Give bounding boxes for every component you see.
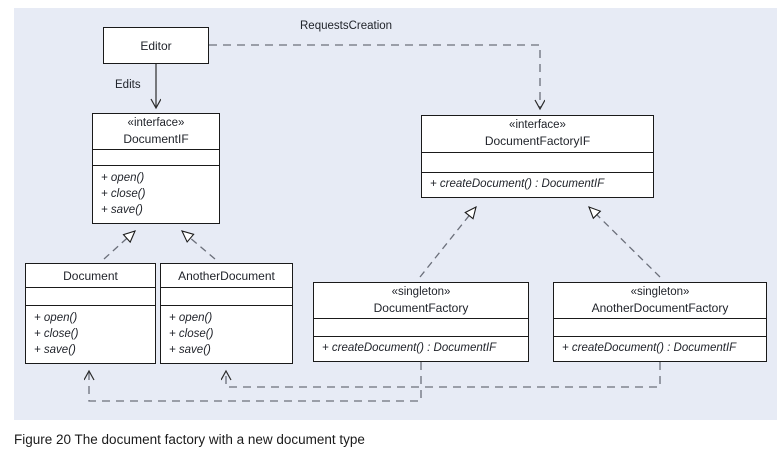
class-name: DocumentFactoryIF xyxy=(484,134,591,149)
attributes-compartment xyxy=(422,151,653,172)
class-header: Document xyxy=(26,264,155,287)
class-name: Document xyxy=(63,268,118,283)
stereotype-label: «singleton» xyxy=(391,286,451,298)
attributes-compartment xyxy=(161,287,292,305)
class-header: «singleton» DocumentFactory xyxy=(314,283,528,318)
class-name: AnotherDocument xyxy=(178,268,275,283)
class-name: DocumentIF xyxy=(123,132,189,146)
operation-item: + createDocument() : DocumentIF xyxy=(562,342,737,354)
class-name: AnotherDocumentFactory xyxy=(591,301,729,315)
class-header: «interface» DocumentIF xyxy=(93,114,219,149)
attributes-compartment xyxy=(93,149,219,165)
operations-compartment: + open() + close() + save() xyxy=(161,305,292,363)
class-header: «singleton» AnotherDocumentFactory xyxy=(554,283,766,318)
operation-item: + close() xyxy=(169,328,214,340)
class-header: AnotherDocument xyxy=(161,264,292,287)
class-header: «interface» DocumentFactoryIF xyxy=(422,116,653,152)
uml-class-anotherdocument[interactable]: AnotherDocument + open() + close() + sav… xyxy=(160,263,293,364)
class-name: Editor xyxy=(140,38,172,53)
edge-label-edits: Edits xyxy=(115,79,141,91)
operation-item: + open() xyxy=(101,172,145,184)
operations-compartment: + createDocument() : DocumentIF xyxy=(422,172,653,197)
operations-compartment: + open() + close() + save() xyxy=(26,305,155,363)
uml-class-documentfactory[interactable]: «singleton» DocumentFactory + createDocu… xyxy=(313,282,529,362)
operations-compartment: + createDocument() : DocumentIF xyxy=(314,336,528,361)
uml-class-anotherdocumentfactory[interactable]: «singleton» AnotherDocumentFactory + cre… xyxy=(553,282,767,362)
operation-item: + save() xyxy=(101,204,143,216)
attributes-compartment xyxy=(26,287,155,305)
operation-item: + save() xyxy=(169,344,211,356)
stereotype-label: «singleton» xyxy=(630,286,690,298)
operation-item: + open() xyxy=(34,312,78,324)
operations-compartment: + open() + close() + save() xyxy=(93,165,219,223)
stereotype-label: «interface» xyxy=(509,119,566,132)
operation-item: + createDocument() : DocumentIF xyxy=(322,342,497,354)
uml-interface-documentif[interactable]: «interface» DocumentIF + open() + close(… xyxy=(92,113,220,224)
operations-compartment: + createDocument() : DocumentIF xyxy=(554,336,766,361)
operation-item: + createDocument() : DocumentIF xyxy=(430,178,605,190)
edge-label-requestscreation: RequestsCreation xyxy=(300,20,393,32)
attributes-compartment xyxy=(554,318,766,336)
operation-item: + open() xyxy=(169,312,213,324)
stereotype-label: «interface» xyxy=(127,117,185,129)
operation-item: + close() xyxy=(101,188,146,200)
class-header: Editor xyxy=(104,28,208,63)
operation-item: + close() xyxy=(34,328,79,340)
uml-class-document[interactable]: Document + open() + close() + save() xyxy=(25,263,156,364)
attributes-compartment xyxy=(314,318,528,336)
class-name: DocumentFactory xyxy=(373,301,469,315)
figure-caption: Figure 20 The document factory with a ne… xyxy=(14,432,365,447)
uml-interface-documentfactoryif[interactable]: «interface» DocumentFactoryIF + createDo… xyxy=(421,115,654,198)
uml-class-editor[interactable]: Editor xyxy=(103,27,209,64)
operation-item: + save() xyxy=(34,344,76,356)
